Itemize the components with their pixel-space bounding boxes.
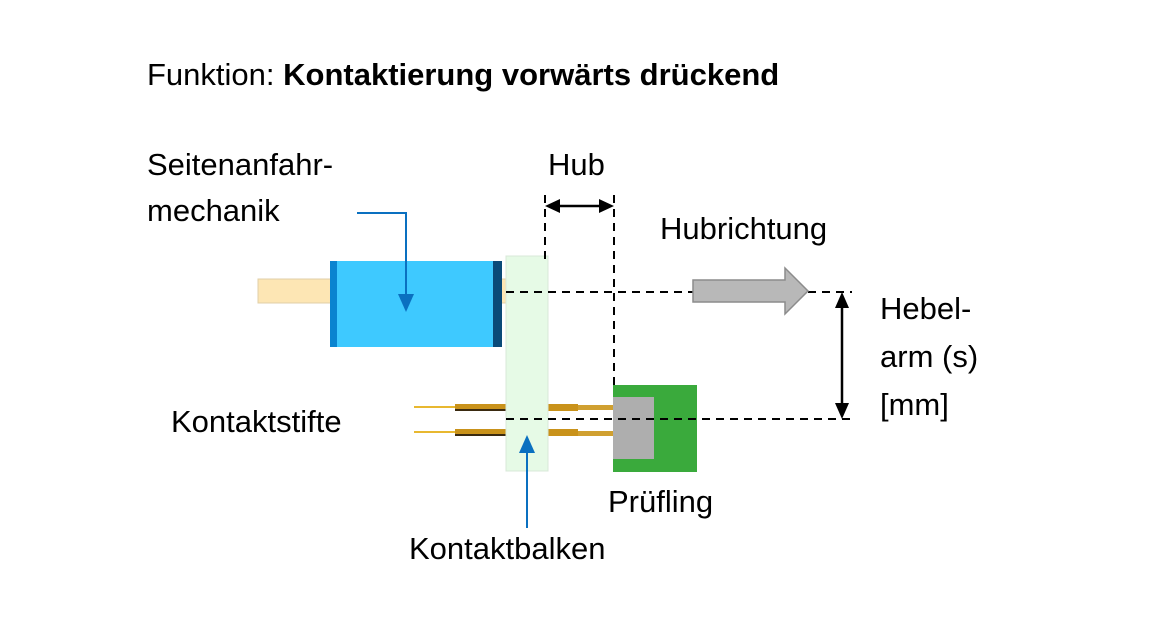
title-prefix: Funktion: — [147, 57, 284, 92]
title-bold: Kontaktierung vorwärts drückend — [283, 57, 780, 92]
lever-label-line2: arm (s) — [880, 339, 979, 374]
stroke-dimension-arrow — [545, 199, 614, 213]
beam-label: Kontaktbalken — [409, 531, 606, 566]
stroke-direction-arrow — [692, 266, 810, 316]
lever-label-line3: [mm] — [880, 387, 949, 422]
cylinder-body — [330, 261, 502, 347]
contact-pins — [414, 404, 614, 436]
lever-label-line1: Hebel- — [880, 291, 972, 326]
beam-pointer — [519, 435, 535, 528]
dut-chip — [613, 397, 654, 459]
cylinder-end-right — [493, 261, 502, 347]
dashed-guides — [506, 195, 852, 420]
cylinder-end-left — [330, 261, 337, 347]
mechanism-label-line1: Seitenanfahr- — [147, 147, 334, 182]
dut-label: Prüfling — [608, 484, 714, 519]
stroke-label: Hub — [548, 147, 605, 182]
pins-label: Kontaktstifte — [171, 404, 342, 439]
stroke-direction-label: Hubrichtung — [660, 211, 828, 246]
diagram-title: Funktion: Kontaktierung vorwärts drücken… — [147, 56, 779, 93]
mechanism-label-line2: mechanik — [147, 193, 280, 228]
mechanism-pointer — [357, 212, 414, 312]
lever-arm-dimension-arrow — [835, 292, 849, 419]
